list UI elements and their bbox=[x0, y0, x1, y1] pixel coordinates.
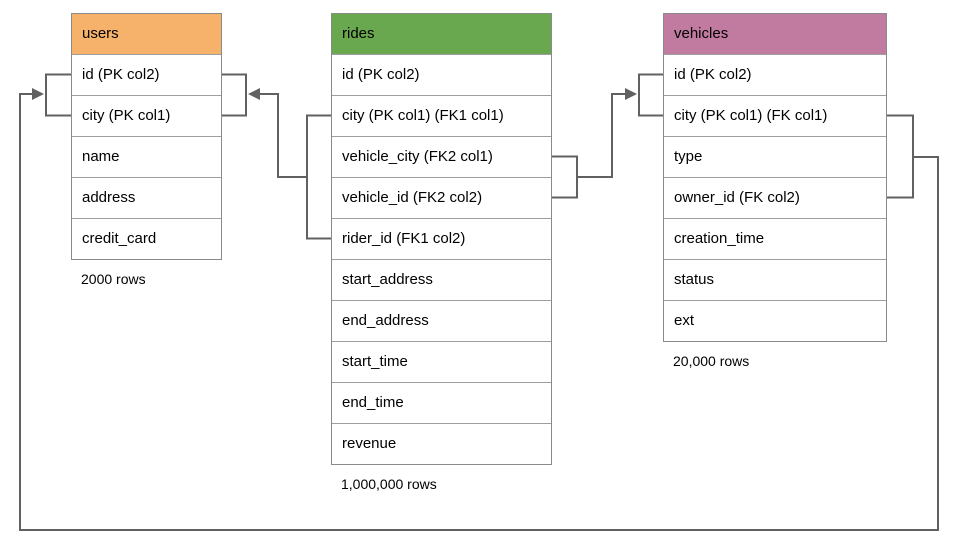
table-users-header: users bbox=[72, 14, 221, 54]
table-rides-header: rides bbox=[332, 14, 551, 54]
connector-rides-fk2-bracket bbox=[552, 155, 578, 199]
table-row: city (PK col1) (FK col1) bbox=[664, 95, 886, 136]
table-users: users id (PK col2) city (PK col1) name a… bbox=[71, 13, 222, 287]
connector-users-right-bracket bbox=[222, 73, 247, 117]
table-row: credit_card bbox=[72, 218, 221, 259]
table-row: name bbox=[72, 136, 221, 177]
arrow-icon-rides-to-users bbox=[248, 88, 260, 100]
table-rides: rides id (PK col2) city (PK col1) (FK1 c… bbox=[331, 13, 552, 492]
table-row: type bbox=[664, 136, 886, 177]
table-row: city (PK col1) bbox=[72, 95, 221, 136]
table-vehicles: vehicles id (PK col2) city (PK col1) (FK… bbox=[663, 13, 887, 369]
table-row: status bbox=[664, 259, 886, 300]
table-rides-box: rides id (PK col2) city (PK col1) (FK1 c… bbox=[331, 13, 552, 465]
table-row: id (PK col2) bbox=[332, 54, 551, 95]
table-row: id (PK col2) bbox=[72, 54, 221, 95]
arrow-icon-rides-to-vehicles bbox=[625, 88, 637, 100]
row-count-rides: 1,000,000 rows bbox=[341, 476, 437, 492]
connector-vehicles-left-bracket bbox=[638, 73, 663, 117]
table-row: address bbox=[72, 177, 221, 218]
table-row: vehicle_id (FK2 col2) bbox=[332, 177, 551, 218]
table-row: end_time bbox=[332, 382, 551, 423]
connector-rides-fk1-bracket bbox=[306, 114, 331, 240]
table-row: rider_id (FK1 col2) bbox=[332, 218, 551, 259]
connector-vehicles-to-users-loop bbox=[19, 93, 939, 531]
table-row: id (PK col2) bbox=[664, 54, 886, 95]
table-vehicles-box: vehicles id (PK col2) city (PK col1) (FK… bbox=[663, 13, 887, 342]
table-row: owner_id (FK col2) bbox=[664, 177, 886, 218]
connector-users-left-bracket bbox=[45, 73, 71, 117]
table-row: start_time bbox=[332, 341, 551, 382]
row-count-users: 2000 rows bbox=[81, 271, 146, 287]
arrow-icon-vehicles-to-users bbox=[32, 88, 44, 100]
table-row: creation_time bbox=[664, 218, 886, 259]
table-vehicles-header: vehicles bbox=[664, 14, 886, 54]
connector-vehicles-right-bracket bbox=[887, 114, 914, 199]
row-count-vehicles: 20,000 rows bbox=[673, 353, 750, 369]
table-row: city (PK col1) (FK1 col1) bbox=[332, 95, 551, 136]
table-users-box: users id (PK col2) city (PK col1) name a… bbox=[71, 13, 222, 260]
table-row: end_address bbox=[332, 300, 551, 341]
table-row: revenue bbox=[332, 423, 551, 464]
connector-rides-to-users bbox=[260, 93, 307, 178]
table-row: ext bbox=[664, 300, 886, 341]
table-row: start_address bbox=[332, 259, 551, 300]
table-row: vehicle_city (FK2 col1) bbox=[332, 136, 551, 177]
connector-rides-to-vehicles bbox=[577, 93, 625, 178]
